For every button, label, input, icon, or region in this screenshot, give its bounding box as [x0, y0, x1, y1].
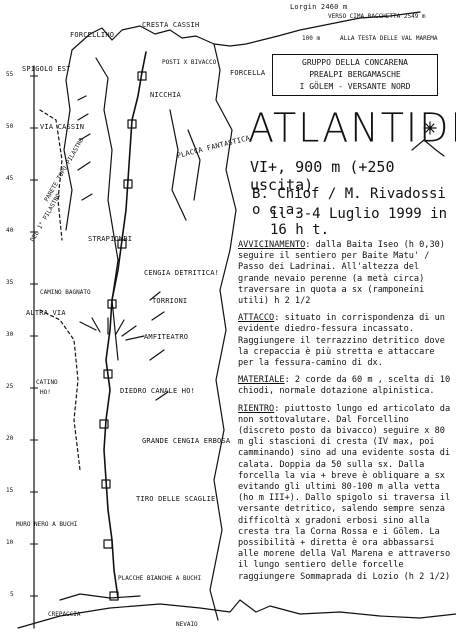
nicchia-label: NICCHIA — [150, 91, 181, 99]
title-line-2: PREALPI BERGAMASCHE — [309, 70, 401, 79]
scale-tick: 55 — [6, 71, 14, 78]
torrioni-label: TORRIONI — [152, 297, 188, 305]
descent-heading: RIENTRO — [238, 403, 275, 414]
scale-tick: 35 — [6, 279, 14, 286]
diedro-label: DIEDRO CANALE HO! — [120, 387, 196, 395]
altra-via-label: ALTRA VIA — [26, 309, 66, 317]
ho-label: HO! — [40, 389, 51, 396]
tiro-label: TIRO DELLE SCAGLIE — [136, 495, 216, 503]
gear-text: : 2 corde da 60 m , scelta di 10 chiodi,… — [238, 375, 451, 397]
nevaio-label: NEVAIO — [176, 621, 198, 628]
route-name: ATLANTIDE — [248, 104, 456, 152]
cengia-label: CENGIA DETRITICA! — [144, 269, 220, 277]
testa-label: ALLA TESTA DELLE VAL MAREMA — [340, 35, 438, 42]
via-cassin-label: VIA CASSIN — [40, 123, 85, 131]
descent-section: RIENTRO: piuttosto lungo ed articolato d… — [238, 404, 452, 583]
scale-tick: 50 — [6, 123, 14, 130]
route-notes: AVVICINAMENTO: dalla Baita Iseo (h 0,30)… — [238, 240, 452, 589]
title-line-1: GRUPPO DELLA CONCARENA — [302, 58, 408, 67]
crepaccia-label: CREPACCIA — [48, 611, 81, 618]
scale-tick: 10 — [6, 539, 14, 546]
forcella-label: FORCELLA — [230, 69, 266, 77]
start-section: ATTACCO: situato in corrispondenza di un… — [238, 313, 452, 369]
scale-tick: 25 — [6, 383, 14, 390]
hundred-m-label: 100 m — [302, 35, 321, 42]
descent-text: : piuttosto lungo ed articolato da non s… — [238, 403, 451, 582]
approach-section: AVVICINAMENTO: dalla Baita Iseo (h 0,30)… — [238, 240, 452, 307]
grande-cengia-label: GRANDE CENGIA ERBOSA — [142, 437, 231, 445]
spigolo-label: SPIGOLO EST — [22, 65, 71, 73]
title-box: GRUPPO DELLA CONCARENA PREALPI BERGAMASC… — [272, 54, 438, 96]
title-line-3: I GÖLEM - VERSANTE NORD — [299, 82, 411, 91]
scale-tick: 5 — [10, 591, 14, 598]
approach-heading: AVVICINAMENTO — [238, 240, 306, 250]
gear-heading: MATERIALE — [238, 375, 285, 386]
route-authors: B. Chiof / M. Rivadossi o c.a. — [252, 186, 446, 218]
posti-bivacco-label: POSTI X BIVACCO — [162, 59, 217, 66]
summit-label: Lorgin 2460 m — [290, 3, 348, 11]
scale-tick: 30 — [6, 331, 14, 338]
anfiteatro-label: AMFITEATRO — [144, 333, 189, 341]
scale-tick: 20 — [6, 435, 14, 442]
route-date: il 3-4 Luglio 1999 in 16 h t. — [270, 206, 448, 238]
route-grade: VI+, 900 m (+250 uscita) — [250, 158, 395, 194]
approach-text: : dalla Baita Iseo (h 0,30) seguire il s… — [238, 240, 445, 307]
scale-tick: 40 — [6, 227, 14, 234]
placche-label: PLACCHE BIANCHE A BUCHI — [118, 575, 202, 582]
start-text: : situato in corrispondenza di un eviden… — [238, 313, 445, 369]
cima-label: VERSO CIMA BACCHETTA 2549 m — [328, 13, 426, 20]
muro-label: MURO NERO A BUCHI — [16, 521, 78, 528]
scale-tick: 15 — [6, 487, 14, 494]
gear-section: MATERIALE: 2 corde da 60 m , scelta di 1… — [238, 375, 452, 397]
start-heading: ATTACCO — [238, 313, 275, 324]
camino-label: CAMINO BAGNATO — [40, 289, 91, 296]
catino-label: CATINO — [36, 379, 58, 386]
cresta-label: CRESTA CASSIH — [142, 21, 200, 29]
scale-tick: 45 — [6, 175, 14, 182]
forcellino-label: FORCELLINO — [70, 31, 115, 39]
strapiombi-label: STRAPIOMBI — [88, 235, 133, 243]
